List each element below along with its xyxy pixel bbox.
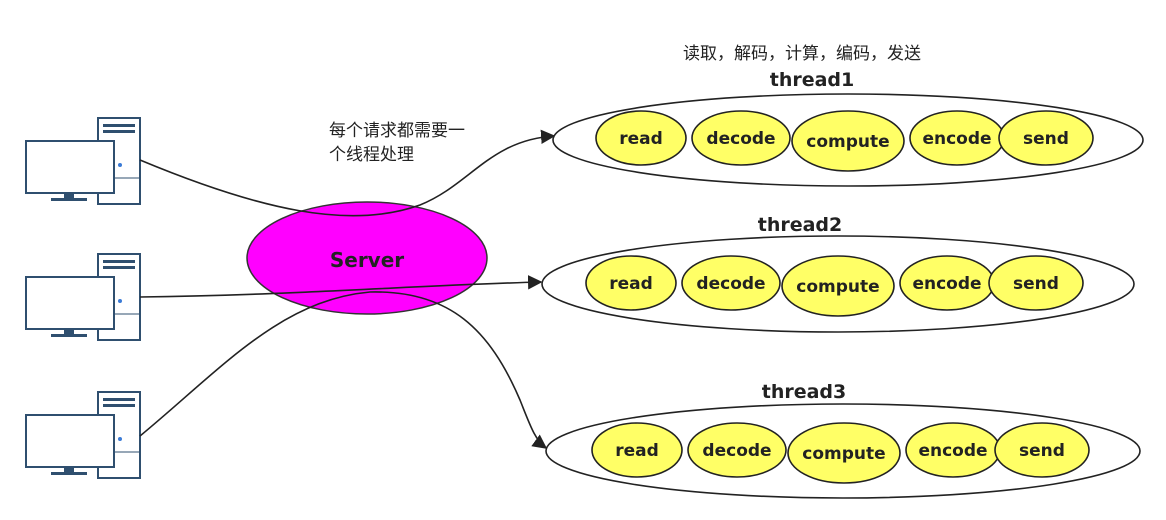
- stage-read: read: [585, 255, 677, 311]
- stage-label: send: [1013, 274, 1059, 294]
- stage-label: compute: [802, 444, 885, 464]
- thread-title: thread1: [770, 69, 855, 91]
- request-note-line1: 每个请求都需要一: [329, 121, 465, 141]
- stage-bubble: [691, 110, 791, 166]
- stage-decode: decode: [681, 255, 781, 311]
- stage-bubble: [595, 110, 687, 166]
- stage-bubble: [591, 422, 683, 478]
- stage-decode: decode: [691, 110, 791, 166]
- stage-label: read: [615, 441, 659, 461]
- thread-3: thread3 read decode compute encode send: [545, 381, 1141, 499]
- thread-title: thread3: [762, 381, 847, 403]
- stage-bubble: [585, 255, 677, 311]
- stage-label: send: [1023, 129, 1069, 149]
- connection-client3-to-thread3: [139, 291, 548, 449]
- stage-label: decode: [702, 441, 771, 461]
- stage-bubble: [988, 255, 1084, 311]
- stage-label: encode: [918, 441, 987, 461]
- client-computer-2: [25, 253, 141, 341]
- computer-icon: [25, 391, 141, 479]
- client-computer-1: [25, 117, 141, 205]
- computer-icon: [25, 117, 141, 205]
- thread-title: thread2: [758, 214, 843, 236]
- stage-read: read: [595, 110, 687, 166]
- connection-client1-to-thread1: [139, 129, 556, 217]
- stage-bubble: [787, 422, 901, 484]
- stage-label: decode: [706, 129, 775, 149]
- stage-label: send: [1019, 441, 1065, 461]
- request-note-line2: 个线程处理: [329, 145, 414, 165]
- thread-1: thread1 read decode compute encode send: [552, 69, 1144, 187]
- server-label: Server: [330, 248, 404, 272]
- stage-label: encode: [922, 129, 991, 149]
- top-note: 读取，解码，计算，编码，发送: [683, 44, 921, 64]
- stage-bubble: [994, 422, 1090, 478]
- stage-label: read: [619, 129, 663, 149]
- stage-compute: compute: [781, 255, 895, 317]
- stage-label: encode: [912, 274, 981, 294]
- stage-label: compute: [796, 277, 879, 297]
- connection-client2-to-thread2: [139, 275, 543, 298]
- stage-label: decode: [696, 274, 765, 294]
- stage-encode: encode: [909, 110, 1005, 166]
- stage-bubble: [791, 110, 905, 172]
- stage-bubble: [687, 422, 787, 478]
- stage-label: compute: [806, 132, 889, 152]
- stage-label: read: [609, 274, 653, 294]
- stage-read: read: [591, 422, 683, 478]
- stage-send: send: [988, 255, 1084, 311]
- stage-encode: encode: [905, 422, 1001, 478]
- stage-decode: decode: [687, 422, 787, 478]
- stage-bubble: [681, 255, 781, 311]
- stage-compute: compute: [787, 422, 901, 484]
- stage-compute: compute: [791, 110, 905, 172]
- thread-2: thread2 read decode compute encode send: [541, 214, 1135, 333]
- stage-send: send: [998, 110, 1094, 166]
- stage-bubble: [998, 110, 1094, 166]
- computer-icon: [25, 253, 141, 341]
- stage-encode: encode: [899, 255, 995, 311]
- stage-send: send: [994, 422, 1090, 478]
- client-computer-3: [25, 391, 141, 479]
- stage-bubble: [781, 255, 895, 317]
